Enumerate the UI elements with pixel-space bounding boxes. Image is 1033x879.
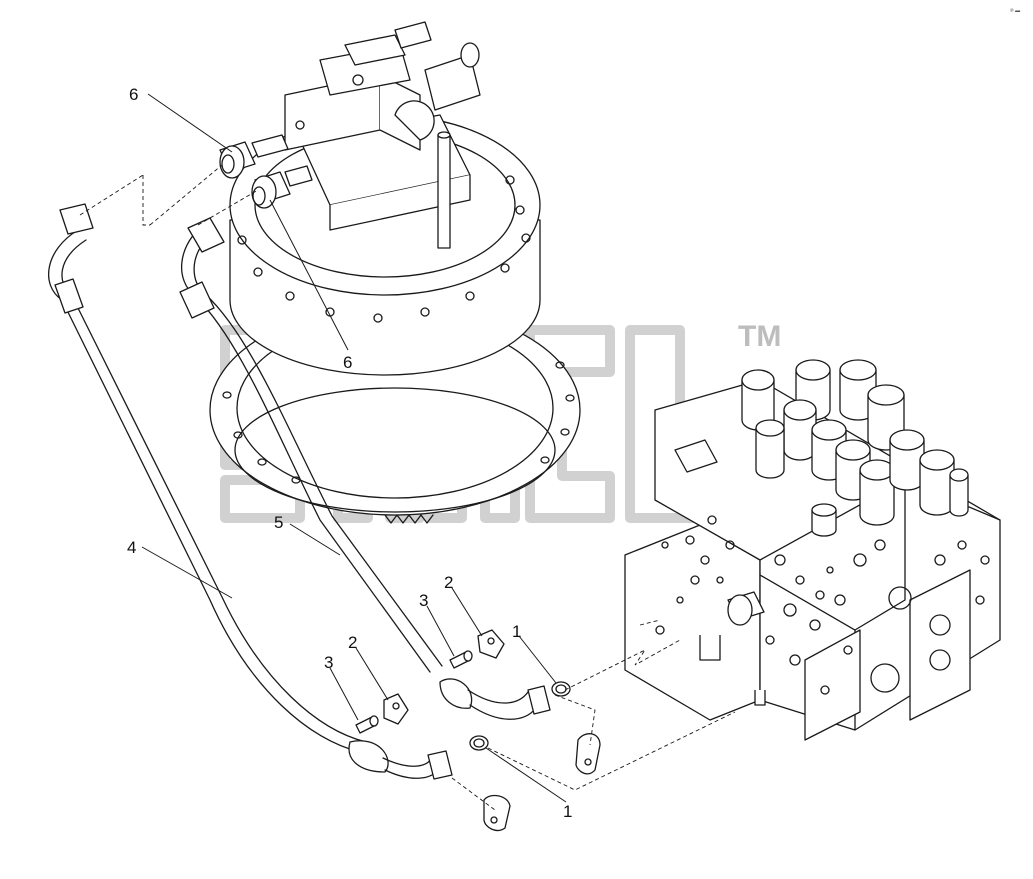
bolt-upper xyxy=(449,650,473,669)
control-valve xyxy=(624,359,1001,741)
flange-half-upper xyxy=(477,629,505,659)
oring-upper xyxy=(551,681,571,697)
watermark-tm: TM xyxy=(738,320,781,353)
oring-lower xyxy=(469,735,489,751)
callout-1-upper: 1 xyxy=(512,622,521,641)
hose-5 xyxy=(179,217,551,720)
callout-1-lower: 1 xyxy=(563,802,572,821)
callout-6-upper: 6 xyxy=(129,85,138,104)
leader-lines xyxy=(141,93,567,803)
callout-6-lower: 6 xyxy=(343,353,352,372)
flange-clamp-right xyxy=(575,733,601,775)
callout-labels: 6 6 4 5 3 2 3 2 1 1 xyxy=(127,85,572,821)
connection-lines xyxy=(79,164,736,811)
callout-5: 5 xyxy=(274,513,283,532)
callout-2-lower: 2 xyxy=(348,633,357,652)
flange-half-lower xyxy=(383,693,409,725)
flange-clamp-bottom xyxy=(483,794,511,832)
callout-4: 4 xyxy=(127,538,136,557)
callout-3-lower: 3 xyxy=(324,653,333,672)
travel-motor xyxy=(209,21,581,524)
bolt-lower xyxy=(355,715,379,734)
corner-mark: ℗ ▬ xyxy=(1010,8,1020,14)
callout-3-upper: 3 xyxy=(419,591,428,610)
hose-4 xyxy=(48,203,453,780)
callout-2-upper: 2 xyxy=(444,573,453,592)
